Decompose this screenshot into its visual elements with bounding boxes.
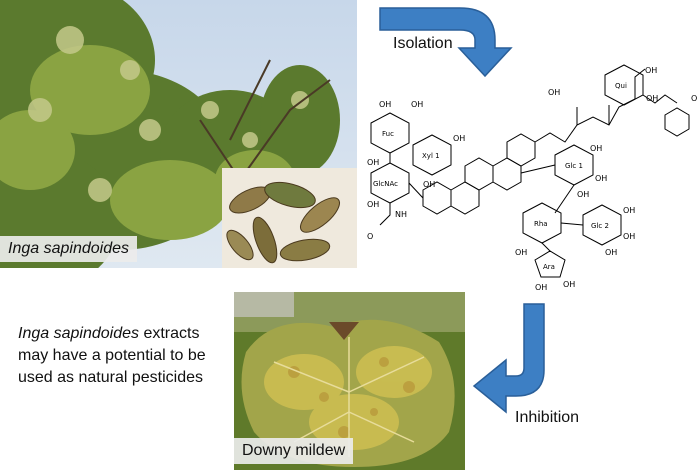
plant-photo: Inga sapindoides bbox=[0, 0, 357, 268]
svg-text:OH: OH bbox=[423, 180, 435, 189]
saponin-structure: Fuc Xyl 1 Qui GlcNAc Glc 1 Rha Glc 2 Ara… bbox=[367, 64, 697, 292]
svg-text:Qui: Qui bbox=[615, 82, 627, 90]
svg-text:OH: OH bbox=[367, 158, 379, 167]
svg-text:OH: OH bbox=[605, 248, 617, 257]
svg-text:OH: OH bbox=[595, 174, 607, 183]
svg-text:OH: OH bbox=[646, 94, 658, 103]
svg-text:OH: OH bbox=[645, 66, 657, 75]
inhibition-arrow bbox=[472, 303, 545, 414]
plant-caption: Inga sapindoides bbox=[0, 236, 137, 262]
svg-text:Ara: Ara bbox=[543, 263, 555, 271]
svg-text:Glc 1: Glc 1 bbox=[565, 162, 583, 170]
statement-text: extracts may have a potential to be used… bbox=[18, 325, 206, 386]
svg-text:OH: OH bbox=[367, 200, 379, 209]
svg-text:Glc 2: Glc 2 bbox=[591, 222, 609, 230]
svg-text:Xyl 1: Xyl 1 bbox=[422, 152, 440, 160]
statement-species: Inga sapindoides bbox=[18, 325, 139, 342]
isolation-arrow bbox=[379, 7, 513, 78]
svg-text:O: O bbox=[691, 94, 697, 103]
inhibition-label: Inhibition bbox=[515, 409, 580, 426]
disease-photo-image bbox=[234, 292, 465, 470]
svg-text:NH: NH bbox=[395, 210, 407, 219]
svg-text:OH: OH bbox=[623, 206, 635, 215]
svg-text:OH: OH bbox=[548, 88, 560, 97]
plant-photo-image bbox=[0, 0, 357, 268]
svg-text:OH: OH bbox=[379, 100, 391, 109]
svg-text:OH: OH bbox=[535, 283, 547, 292]
svg-text:OH: OH bbox=[411, 100, 423, 109]
disease-caption: Downy mildew bbox=[234, 438, 354, 464]
svg-text:OH: OH bbox=[577, 190, 589, 199]
svg-text:OH: OH bbox=[590, 144, 602, 153]
svg-text:GlcNAc: GlcNAc bbox=[373, 180, 398, 188]
svg-text:OH: OH bbox=[515, 248, 527, 257]
isolation-label: Isolation bbox=[393, 35, 453, 52]
svg-text:Fuc: Fuc bbox=[382, 130, 394, 138]
svg-text:OH: OH bbox=[453, 134, 465, 143]
svg-text:OH: OH bbox=[563, 280, 575, 289]
svg-text:O: O bbox=[367, 232, 373, 241]
svg-text:Rha: Rha bbox=[534, 220, 548, 228]
svg-text:OH: OH bbox=[623, 232, 635, 241]
disease-photo: Downy mildew bbox=[234, 292, 465, 470]
conclusion-statement: Inga sapindoides extracts may have a pot… bbox=[18, 323, 218, 389]
